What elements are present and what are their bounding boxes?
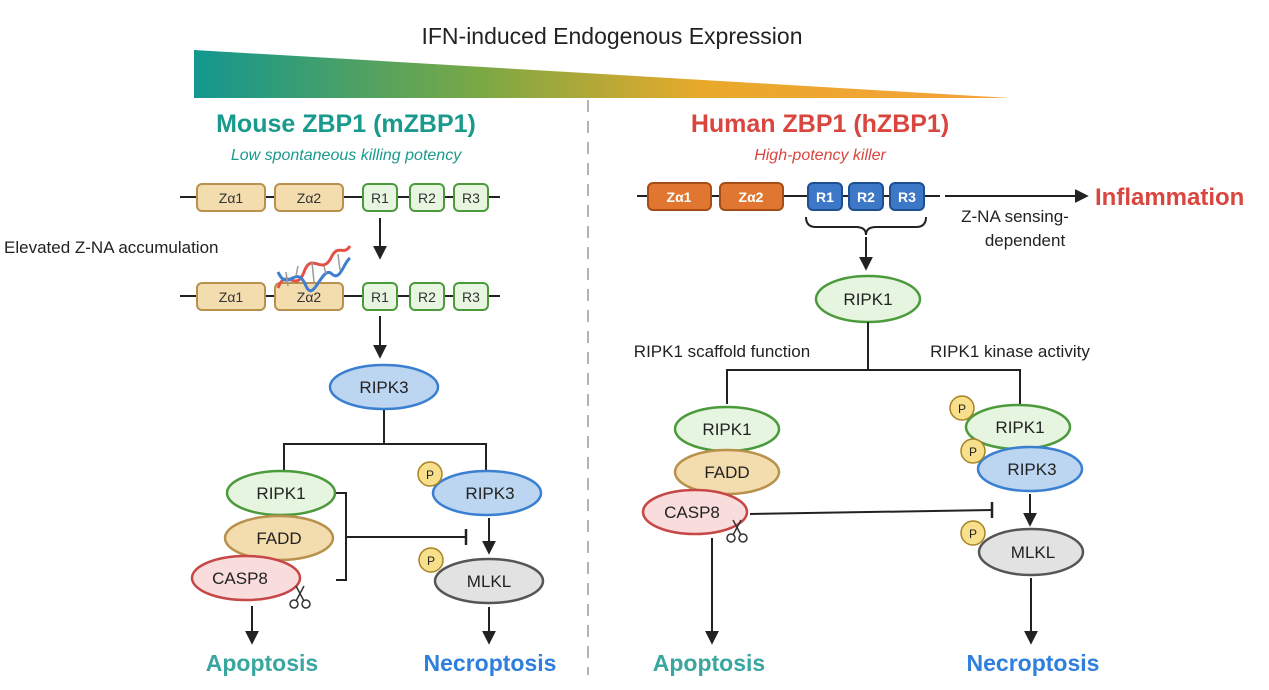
human-complex-casp8: CASP8: [664, 503, 720, 522]
human-domain-za1: Zα1: [667, 189, 692, 205]
svg-text:MLKL: MLKL: [467, 572, 511, 591]
human-branch-line-right: [868, 369, 1021, 404]
human-domain-bar: Zα1 Zα2 R1 R2 R3: [637, 182, 940, 211]
mouse-branch-line-right: [384, 443, 487, 470]
mouse-apoptosis-complex: RIPK1 FADD CASP8: [190, 469, 337, 602]
inflammation-label: Inflammation: [1095, 184, 1244, 211]
svg-text:P: P: [958, 402, 966, 416]
human-mlkl-node: MLKL P: [960, 520, 1085, 577]
mouse-domain2-r3: R3: [462, 289, 480, 305]
human-domain-r2: R2: [857, 189, 875, 205]
svg-text:P: P: [969, 445, 977, 459]
phospho-badge: [960, 438, 986, 464]
mouse-outcome-apoptosis: Apoptosis: [206, 650, 318, 676]
human-complex-ripk1: RIPK1: [702, 420, 751, 439]
phospho-badge: [417, 461, 443, 487]
mouse-complex-bracket: [336, 492, 347, 581]
scissors-icon: [726, 519, 748, 543]
mouse-domain2-r1: R1: [371, 289, 389, 305]
human-outcome-necroptosis: Necroptosis: [967, 650, 1100, 676]
human-outcome-apoptosis: Apoptosis: [653, 650, 765, 676]
phospho-badge: [418, 547, 444, 573]
mouse-necro-ripk3: RIPK3: [465, 484, 514, 503]
mouse-domain-bar-top: Zα1 Zα2 R1 R2 R3: [180, 183, 500, 212]
mouse-domain2-r2: R2: [418, 289, 436, 305]
human-title: Human ZBP1 (hZBP1): [691, 110, 949, 138]
zna-sensing-label-2: dependent: [985, 231, 1066, 250]
svg-text:P: P: [426, 468, 434, 482]
rhim-brace: [805, 216, 927, 236]
mouse-domain-za2: Zα2: [297, 190, 322, 206]
human-subtitle: High-potency killer: [754, 147, 886, 164]
svg-text:MLKL: MLKL: [1011, 543, 1055, 562]
mouse-domain-r1: R1: [371, 190, 389, 206]
human-necroptosis-complex: RIPK1 RIPK3 P P: [949, 395, 1084, 493]
human-domain-za2: Zα2: [739, 189, 764, 205]
mouse-complex-fadd: FADD: [256, 529, 301, 548]
phospho-badge: [949, 395, 975, 421]
human-complex-fadd: FADD: [704, 463, 749, 482]
svg-text:RIPK3: RIPK3: [359, 378, 408, 397]
scissors-icon: [289, 585, 311, 609]
mouse-phospho-ripk3: RIPK3 P: [417, 461, 543, 517]
human-domain-r3: R3: [898, 189, 916, 205]
mouse-domain-za1: Zα1: [219, 190, 244, 206]
mouse-domain2-za2: Zα2: [297, 289, 322, 305]
human-ripk1-node: RIPK1: [814, 274, 922, 324]
mouse-title: Mouse ZBP1 (mZBP1): [216, 110, 476, 138]
human-inhibition-line: [749, 509, 993, 515]
mouse-subtitle: Low spontaneous killing potency: [231, 147, 462, 164]
mouse-branch-line: [283, 410, 385, 470]
mouse-domain-r3: R3: [462, 190, 480, 206]
expression-gradient-wedge: [194, 50, 1010, 98]
human-domain-r1: R1: [816, 189, 834, 205]
zna-sensing-label-1: Z-NA sensing-: [961, 207, 1069, 226]
mouse-domain2-za1: Zα1: [219, 289, 244, 305]
human-necro-ripk1: RIPK1: [995, 418, 1044, 437]
human-branch-line: [726, 322, 869, 404]
page-title: IFN-induced Endogenous Expression: [421, 23, 802, 49]
human-necro-ripk3: RIPK3: [1007, 460, 1056, 479]
svg-text:RIPK1: RIPK1: [843, 290, 892, 309]
mouse-domain-r2: R2: [418, 190, 436, 206]
kinase-activity-label: RIPK1 kinase activity: [930, 342, 1090, 361]
mouse-complex-ripk1: RIPK1: [256, 484, 305, 503]
mouse-complex-casp8: CASP8: [212, 569, 268, 588]
phospho-badge: [960, 520, 986, 546]
mouse-mlkl-node: MLKL P: [418, 547, 545, 605]
human-apoptosis-complex: RIPK1 FADD CASP8: [641, 405, 781, 536]
svg-text:P: P: [969, 527, 977, 541]
mouse-outcome-necroptosis: Necroptosis: [424, 650, 557, 676]
svg-text:P: P: [427, 554, 435, 568]
zna-accumulation-label: Elevated Z-NA accumulation: [4, 238, 219, 257]
mouse-domain-bar-bottom: Zα1 Zα2 R1 R2 R3: [180, 282, 500, 311]
mouse-ripk3-node: RIPK3: [328, 363, 440, 411]
scaffold-function-label: RIPK1 scaffold function: [634, 342, 810, 361]
z-dna-helix-icon: [276, 245, 352, 293]
